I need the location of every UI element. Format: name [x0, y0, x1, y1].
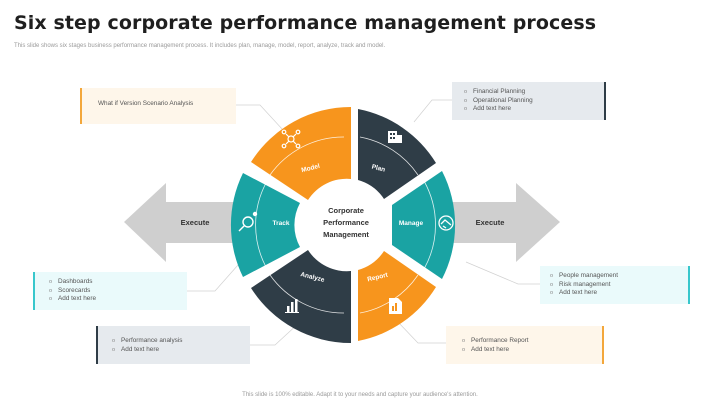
segment-label-track: Track [273, 220, 290, 227]
slide-subtitle: This slide shows six stages business per… [14, 43, 386, 49]
track-info-box: Dashboards Scorecards Add text here [33, 272, 187, 310]
report-info-item: Performance Report [462, 337, 602, 346]
manage-info-item: People management [550, 272, 688, 281]
report-info-box: Performance Report Add text here [446, 326, 604, 364]
manage-info-box: People management Risk management Add te… [540, 266, 690, 304]
bar-chart-icon [285, 299, 299, 313]
track-info-item: Dashboards [49, 278, 187, 287]
document-icon [389, 298, 402, 314]
segment-label-manage: Manage [399, 220, 424, 227]
left-execute-arrow [124, 183, 265, 262]
slide-footer: This slide is 100% editable. Adapt it to… [242, 392, 478, 398]
network-icon [281, 129, 301, 149]
segment-model[interactable] [251, 106, 351, 200]
segment-analyze[interactable] [251, 250, 351, 344]
right-execute-label: Execute [476, 218, 505, 227]
model-info-box: What if Version Scenario Analysis [80, 88, 236, 124]
manage-info-item: Add text here [550, 289, 688, 298]
plan-info-item: Financial Planning [464, 88, 604, 97]
handshake-icon [438, 215, 454, 231]
building-icon [388, 131, 402, 143]
center-label-line3: Management [323, 230, 369, 239]
plan-info-item: Operational Planning [464, 97, 604, 106]
connector-lines [187, 99, 548, 346]
plan-info-box: Financial Planning Operational Planning … [452, 82, 606, 120]
segment-manage[interactable] [392, 171, 456, 279]
analyze-info-item: Add text here [112, 346, 250, 355]
plan-info-item: Add text here [464, 105, 604, 114]
manage-info-item: Risk management [550, 281, 688, 290]
center-label-line2: Performance [323, 218, 369, 227]
center-label-line1: Corporate [328, 206, 364, 215]
slide-title: Six step corporate performance managemen… [14, 12, 597, 34]
segment-label-plan: Plan [371, 163, 386, 173]
segment-track[interactable] [230, 173, 300, 277]
model-info-text: What if Version Scenario Analysis [98, 100, 194, 107]
segment-plan[interactable] [358, 109, 436, 199]
segment-report[interactable] [358, 251, 436, 341]
analyze-info-box: Performance analysis Add text here [96, 326, 250, 364]
track-info-item: Add text here [49, 295, 187, 304]
search-icon [238, 211, 258, 232]
track-info-item: Scorecards [49, 287, 187, 296]
right-execute-arrow [450, 183, 560, 262]
analyze-info-item: Performance analysis [112, 337, 250, 346]
left-execute-label: Execute [181, 218, 210, 227]
segment-label-model: Model [301, 163, 321, 174]
report-info-item: Add text here [462, 346, 602, 355]
